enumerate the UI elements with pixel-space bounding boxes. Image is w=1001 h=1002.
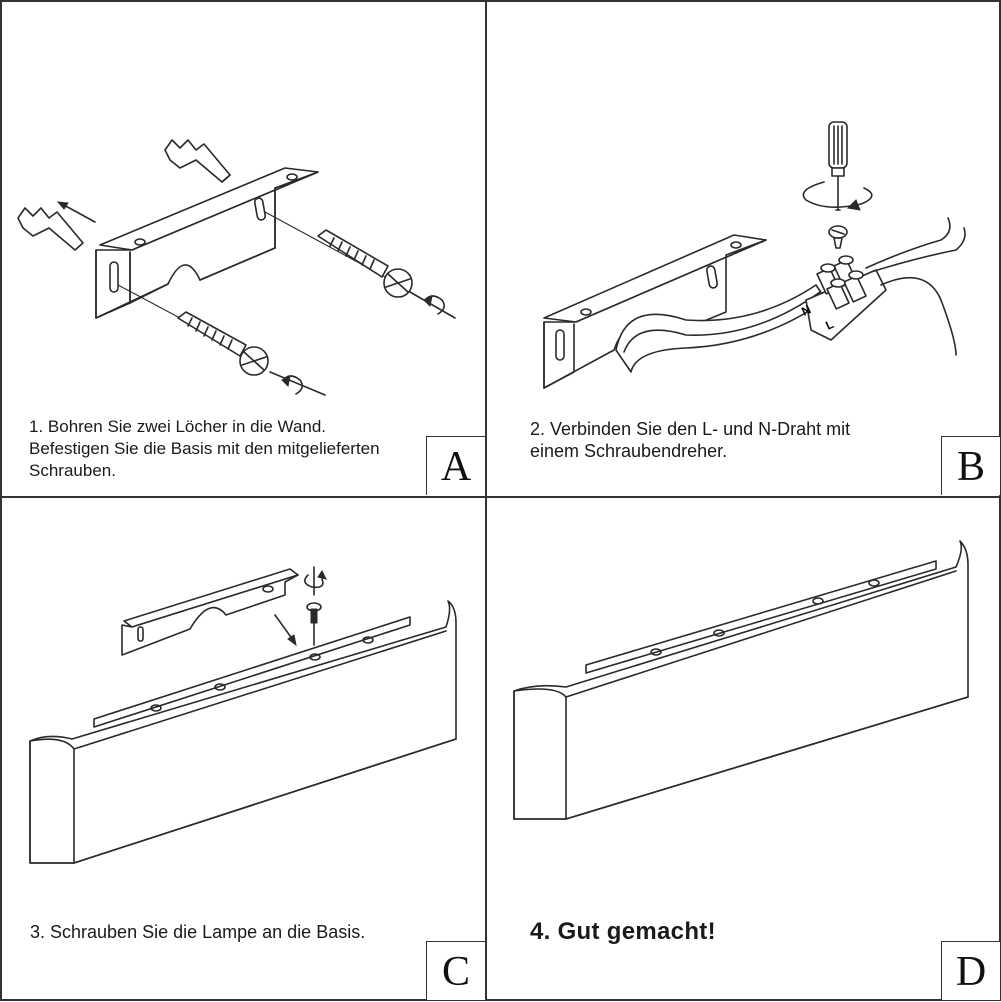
step-b-instruction: 2. Verbinden Sie den L- und N-Draht mit … bbox=[530, 419, 851, 461]
rotate-arrow-icon bbox=[269, 371, 326, 396]
rotate-arrow-icon bbox=[409, 291, 456, 319]
step-a-instruction: 1. Bohren Sie zwei Löcher in die Wand. B… bbox=[29, 417, 380, 480]
screw-icon bbox=[177, 311, 269, 376]
screw-icon bbox=[306, 602, 322, 646]
step-b-letter: B bbox=[941, 436, 1000, 495]
step-c-letter: C bbox=[426, 941, 485, 1000]
wall-anchor-icon bbox=[164, 139, 231, 183]
panel-step-a: 1. Bohren Sie zwei Löcher in die Wand. B… bbox=[0, 0, 486, 496]
wire-connection-illustration: N L bbox=[543, 121, 966, 389]
step-c-instruction: 3. Schrauben Sie die Lampe an die Basis. bbox=[30, 922, 366, 942]
step-d-letter: D bbox=[941, 941, 1000, 1000]
grid-border-left bbox=[0, 0, 2, 1001]
screwdriver-icon bbox=[828, 121, 848, 211]
rotate-arrow-icon bbox=[304, 566, 327, 596]
terminal-block-icon: N L bbox=[799, 255, 887, 341]
grid-border-bottom bbox=[0, 999, 1001, 1001]
rotate-arrow-icon bbox=[802, 181, 873, 211]
grid-vertical-divider bbox=[485, 0, 487, 1001]
step-a-letter: A bbox=[426, 436, 485, 495]
step-d-instruction: 4. Gut gemacht! bbox=[530, 918, 716, 945]
screw-icon bbox=[317, 229, 413, 298]
panel-step-d: 4. Gut gemacht! D bbox=[486, 497, 1000, 1000]
wall-anchor-icon bbox=[17, 207, 84, 251]
panel-step-c: 3. Schrauben Sie die Lampe an die Basis.… bbox=[0, 497, 486, 1000]
grid-border-right bbox=[999, 0, 1001, 1001]
grid-border-top bbox=[0, 0, 1001, 2]
grid-horizontal-divider bbox=[0, 496, 1001, 498]
bracket-mounting-illustration bbox=[17, 139, 456, 396]
lamp-complete-illustration bbox=[513, 540, 969, 820]
panel-step-b: N L 2. Ve bbox=[486, 0, 1000, 496]
lamp-attach-illustration bbox=[29, 566, 457, 864]
screw-icon bbox=[828, 225, 848, 249]
